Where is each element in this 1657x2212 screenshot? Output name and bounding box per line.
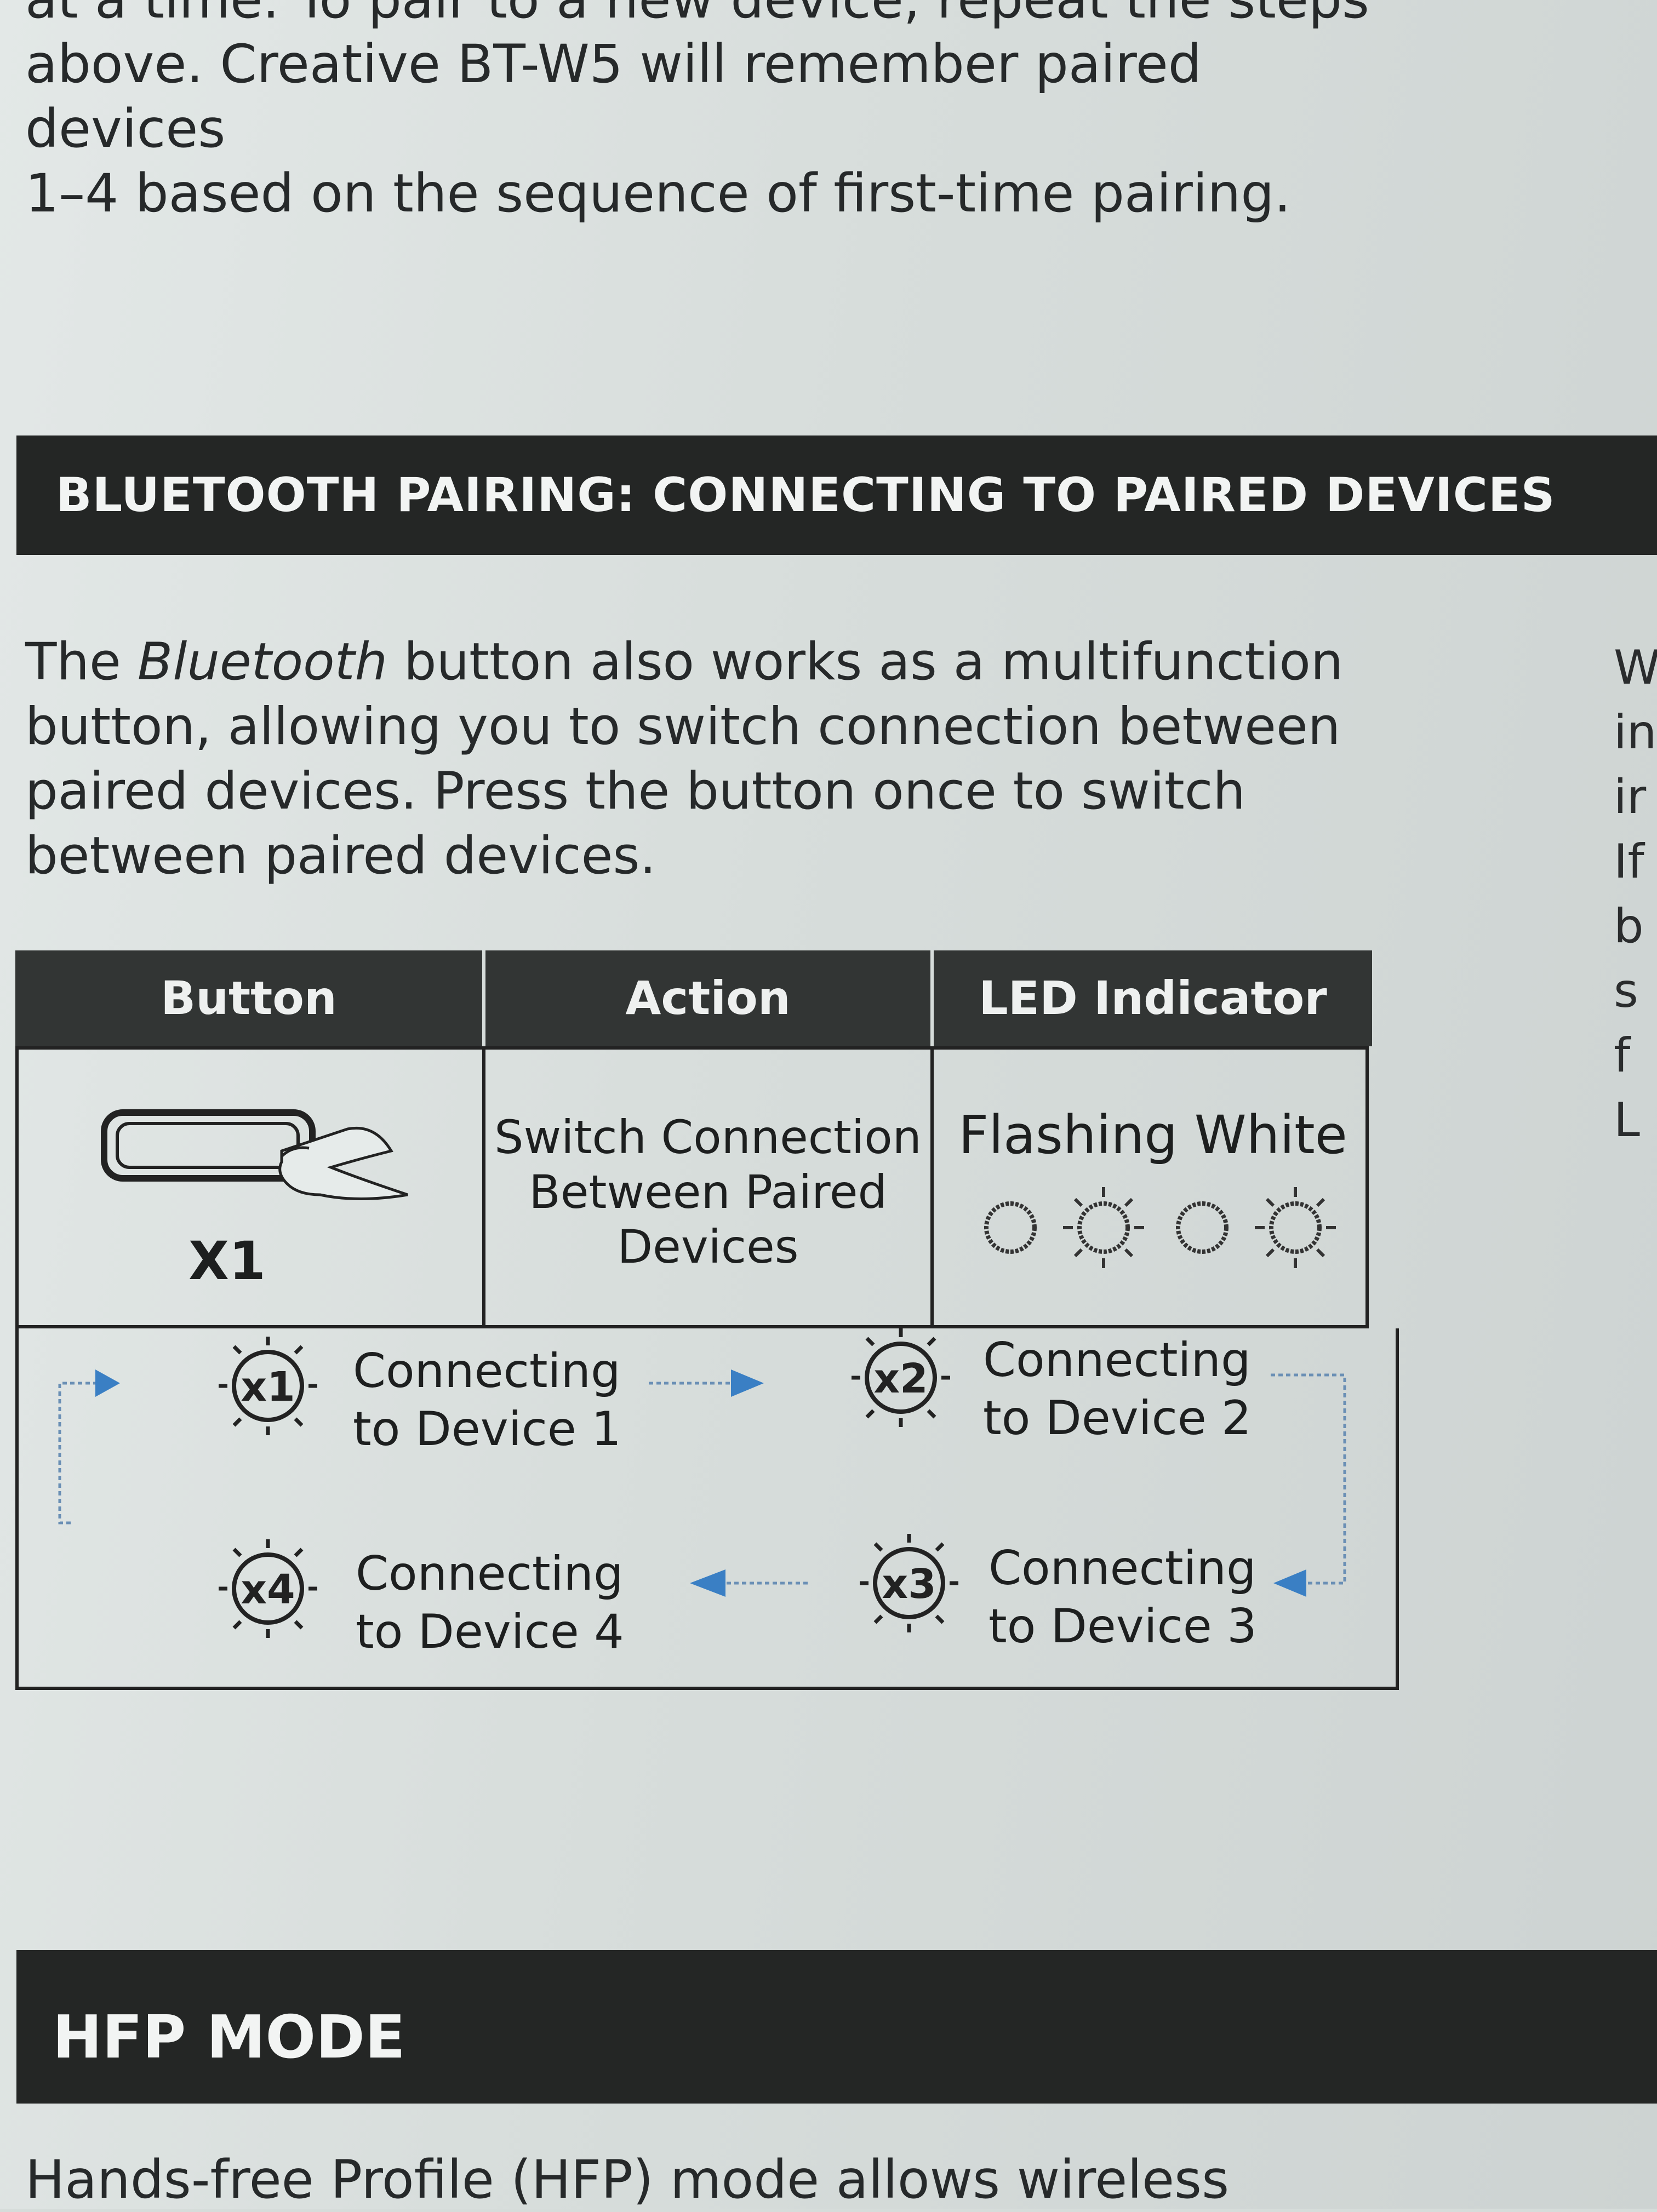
badge-label: x4 [241, 1566, 295, 1613]
led-flash-sequence [984, 1187, 1336, 1268]
led-cell: Flashing White [934, 1050, 1372, 1325]
body-paragraph: The Bluetooth button also works as a mul… [25, 630, 1368, 889]
column-header-action: Action [482, 950, 930, 1046]
action-line: Switch Connection [494, 1110, 922, 1164]
body-text-start: The [25, 632, 138, 692]
device-line: to Device 1 [353, 1402, 621, 1457]
led-on-icon [1063, 1187, 1144, 1268]
cropped-letter: in [1614, 705, 1657, 760]
connecting-device-4-label: Connecting to Device 4 [356, 1545, 624, 1661]
device-line: to Device 3 [989, 1599, 1257, 1654]
connecting-device-1-label: Connecting to Device 1 [353, 1342, 621, 1458]
button-cell: X1 [19, 1050, 485, 1325]
action-line: Between Paired [529, 1165, 887, 1219]
press-x3-icon: x3 [860, 1534, 958, 1632]
arrow-right-icon [731, 1369, 764, 1397]
cropped-letter: b [1614, 899, 1644, 954]
cropped-column-text: W in ir If b s f L [1614, 635, 1657, 1153]
cropped-letter: W [1614, 640, 1657, 695]
section-heading-hfp-mode: HFP MODE [16, 1950, 1657, 2104]
hfp-paragraph-start: Hands-free Profile (HFP) mode allows wir… [25, 2149, 1230, 2210]
status-line: Connecting [983, 1333, 1251, 1388]
status-line: Connecting [353, 1344, 621, 1399]
intro-paragraph: at a time. To pair to a new device, repe… [25, 0, 1395, 226]
connecting-device-3-label: Connecting to Device 3 [989, 1539, 1257, 1655]
action-description: Switch Connection Between Paired Devices [485, 1110, 930, 1274]
column-header-button: Button [15, 950, 482, 1046]
cropped-letter: If [1614, 834, 1644, 889]
action-line: Devices [617, 1220, 799, 1274]
table-row: X1 Switch Connection Between Paired Devi… [15, 1046, 1369, 1328]
led-on-icon [1255, 1187, 1336, 1268]
device-cycle-row: x1 Connecting to Device 1 x2 Connecting … [15, 1328, 1399, 1690]
badge-label: x1 [241, 1363, 295, 1411]
bluetooth-word: Bluetooth [137, 632, 388, 692]
status-line: Connecting [989, 1541, 1256, 1596]
intro-line: above. Creative BT-W5 will remember pair… [25, 33, 1202, 159]
cropped-letter: s [1614, 964, 1638, 1018]
press-count-label: X1 [188, 1230, 266, 1292]
device-line: to Device 2 [983, 1391, 1252, 1446]
pairing-table: Button Action LED Indicator X1 Switch Co… [15, 950, 1399, 1690]
status-line: Connecting [356, 1546, 624, 1601]
arrow-left-icon [1273, 1569, 1306, 1597]
device-line: to Device 4 [356, 1604, 624, 1659]
intro-line: at a time. To pair to a new device, repe… [25, 0, 1395, 32]
body-text-rest: button also works as a multifunction but… [25, 632, 1344, 886]
connecting-device-2-label: Connecting to Device 2 [983, 1331, 1252, 1447]
led-off-icon [984, 1201, 1037, 1254]
section-heading-bluetooth-pairing: BLUETOOTH PAIRING: CONNECTING TO PAIRED … [16, 435, 1657, 555]
press-x4-icon: x4 [219, 1539, 317, 1638]
arrow-right-icon [95, 1369, 120, 1397]
press-x2-icon: x2 [852, 1328, 950, 1427]
button-press-illustration [101, 1109, 408, 1200]
cycle-flow-arrows [58, 1369, 1346, 1597]
intro-line: 1–4 based on the sequence of first-time … [25, 163, 1291, 224]
column-header-led-indicator: LED Indicator [930, 950, 1372, 1046]
led-status-label: Flashing White [958, 1104, 1347, 1166]
press-x1-icon: x1 [219, 1337, 317, 1435]
action-cell: Switch Connection Between Paired Devices [485, 1050, 934, 1325]
cropped-letter: f [1614, 1028, 1631, 1083]
badge-label: x2 [873, 1355, 928, 1402]
cropped-letter: L [1614, 1093, 1640, 1148]
led-off-icon [1176, 1201, 1229, 1254]
arrow-left-icon [690, 1569, 725, 1597]
cropped-letter: ir [1614, 770, 1647, 824]
badge-label: x3 [882, 1561, 936, 1608]
